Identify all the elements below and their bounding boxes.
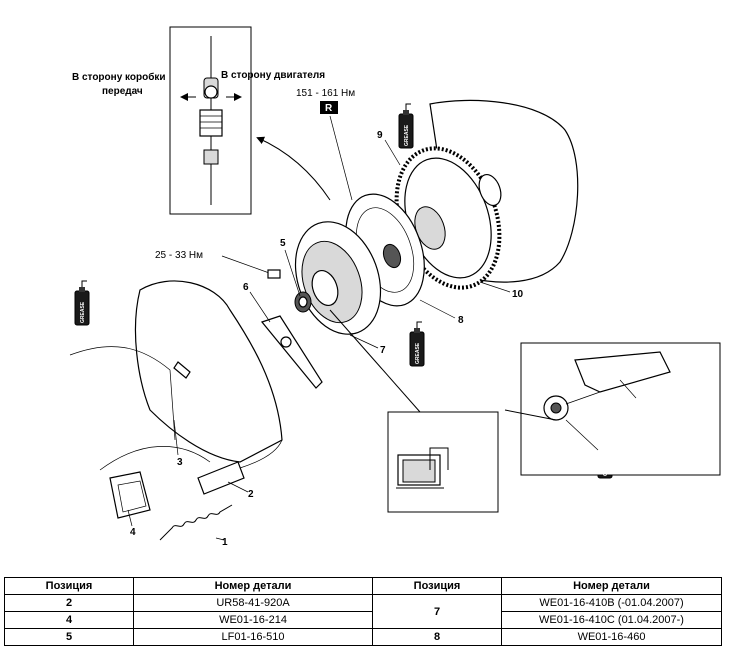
grease-can-label: GREASE bbox=[637, 414, 643, 436]
callout-7: 7 bbox=[380, 345, 386, 356]
position-cell: 2 bbox=[4, 594, 134, 612]
table-row: 2 UR58-41-920A 7 WE01-16-410B (-01.04.20… bbox=[4, 594, 722, 629]
dust-boot bbox=[109, 471, 151, 519]
callout-3: 3 bbox=[177, 457, 183, 468]
callout-6: 6 bbox=[243, 282, 249, 293]
clutch-exploded-diagram: В сторону коробки передач В сторону двиг… bbox=[69, 26, 721, 548]
callout-2: 2 bbox=[248, 489, 254, 500]
fork-inset-detail bbox=[543, 351, 671, 451]
header-part-number: Номер детали bbox=[133, 577, 373, 595]
callout-8: 8 bbox=[458, 315, 464, 326]
fork-inset-drawing bbox=[180, 36, 242, 205]
part-number-cell: LF01-16-510 bbox=[133, 628, 373, 646]
callout-5: 5 bbox=[280, 238, 286, 249]
position-cell: 8 bbox=[372, 628, 502, 646]
parts-table: Позиция Номер детали Позиция Номер детал… bbox=[4, 577, 722, 646]
grease-can-label: GREASE bbox=[415, 342, 421, 364]
cover-bolt-torque: 25 - 33 Нм bbox=[155, 250, 203, 261]
callout-10: 10 bbox=[512, 289, 524, 300]
reuse-badge bbox=[320, 101, 338, 114]
position-cell: 7 bbox=[372, 594, 502, 629]
part-number-cell: WE01-16-460 bbox=[501, 628, 722, 646]
position-cell: 4 bbox=[4, 611, 134, 629]
release-cylinder bbox=[197, 461, 245, 495]
callout-1: 1 bbox=[222, 537, 228, 548]
table-row: 4 WE01-16-214 WE01-16-410C (01.04.2007-) bbox=[4, 611, 722, 629]
toward-gearbox-label: В сторону коробки bbox=[72, 71, 166, 83]
grease-can-label: GREASE bbox=[475, 451, 481, 473]
toward-gearbox-label-2: передач bbox=[102, 86, 143, 97]
bearing-inset-drawing bbox=[396, 447, 449, 489]
position-cell: 5 bbox=[4, 628, 134, 646]
part-number-cell: UR58-41-920A bbox=[133, 594, 373, 612]
grease-can-label: GREASE bbox=[80, 301, 86, 323]
header-position: Позиция bbox=[4, 577, 134, 595]
release-fork bbox=[260, 315, 323, 389]
callout-9: 9 bbox=[377, 130, 383, 141]
transmission-case bbox=[134, 280, 283, 463]
part-number-cell: WE01-16-214 bbox=[133, 611, 373, 629]
table-row: 5 LF01-16-510 8 WE01-16-460 bbox=[4, 628, 722, 646]
header-position: Позиция bbox=[372, 577, 502, 595]
inset-pointer-arrow bbox=[256, 136, 331, 201]
grease-can-label: GREASE bbox=[603, 454, 609, 476]
table-header-row: Позиция Номер детали Позиция Номер детал… bbox=[4, 577, 722, 595]
header-part-number: Номер детали bbox=[501, 577, 722, 595]
flywheel-bolt-torque: 151 - 161 Нм bbox=[296, 88, 355, 99]
toward-engine-label: В сторону двигателя bbox=[221, 70, 325, 81]
reuse-badge-label: R bbox=[325, 103, 333, 114]
grease-can-label: GREASE bbox=[404, 124, 410, 146]
part-number-cell: WE01-16-410B (-01.04.2007) bbox=[501, 594, 722, 612]
part-number-cell: WE01-16-410C (01.04.2007-) bbox=[501, 611, 722, 629]
callout-4: 4 bbox=[130, 527, 136, 538]
return-spring bbox=[159, 504, 233, 541]
